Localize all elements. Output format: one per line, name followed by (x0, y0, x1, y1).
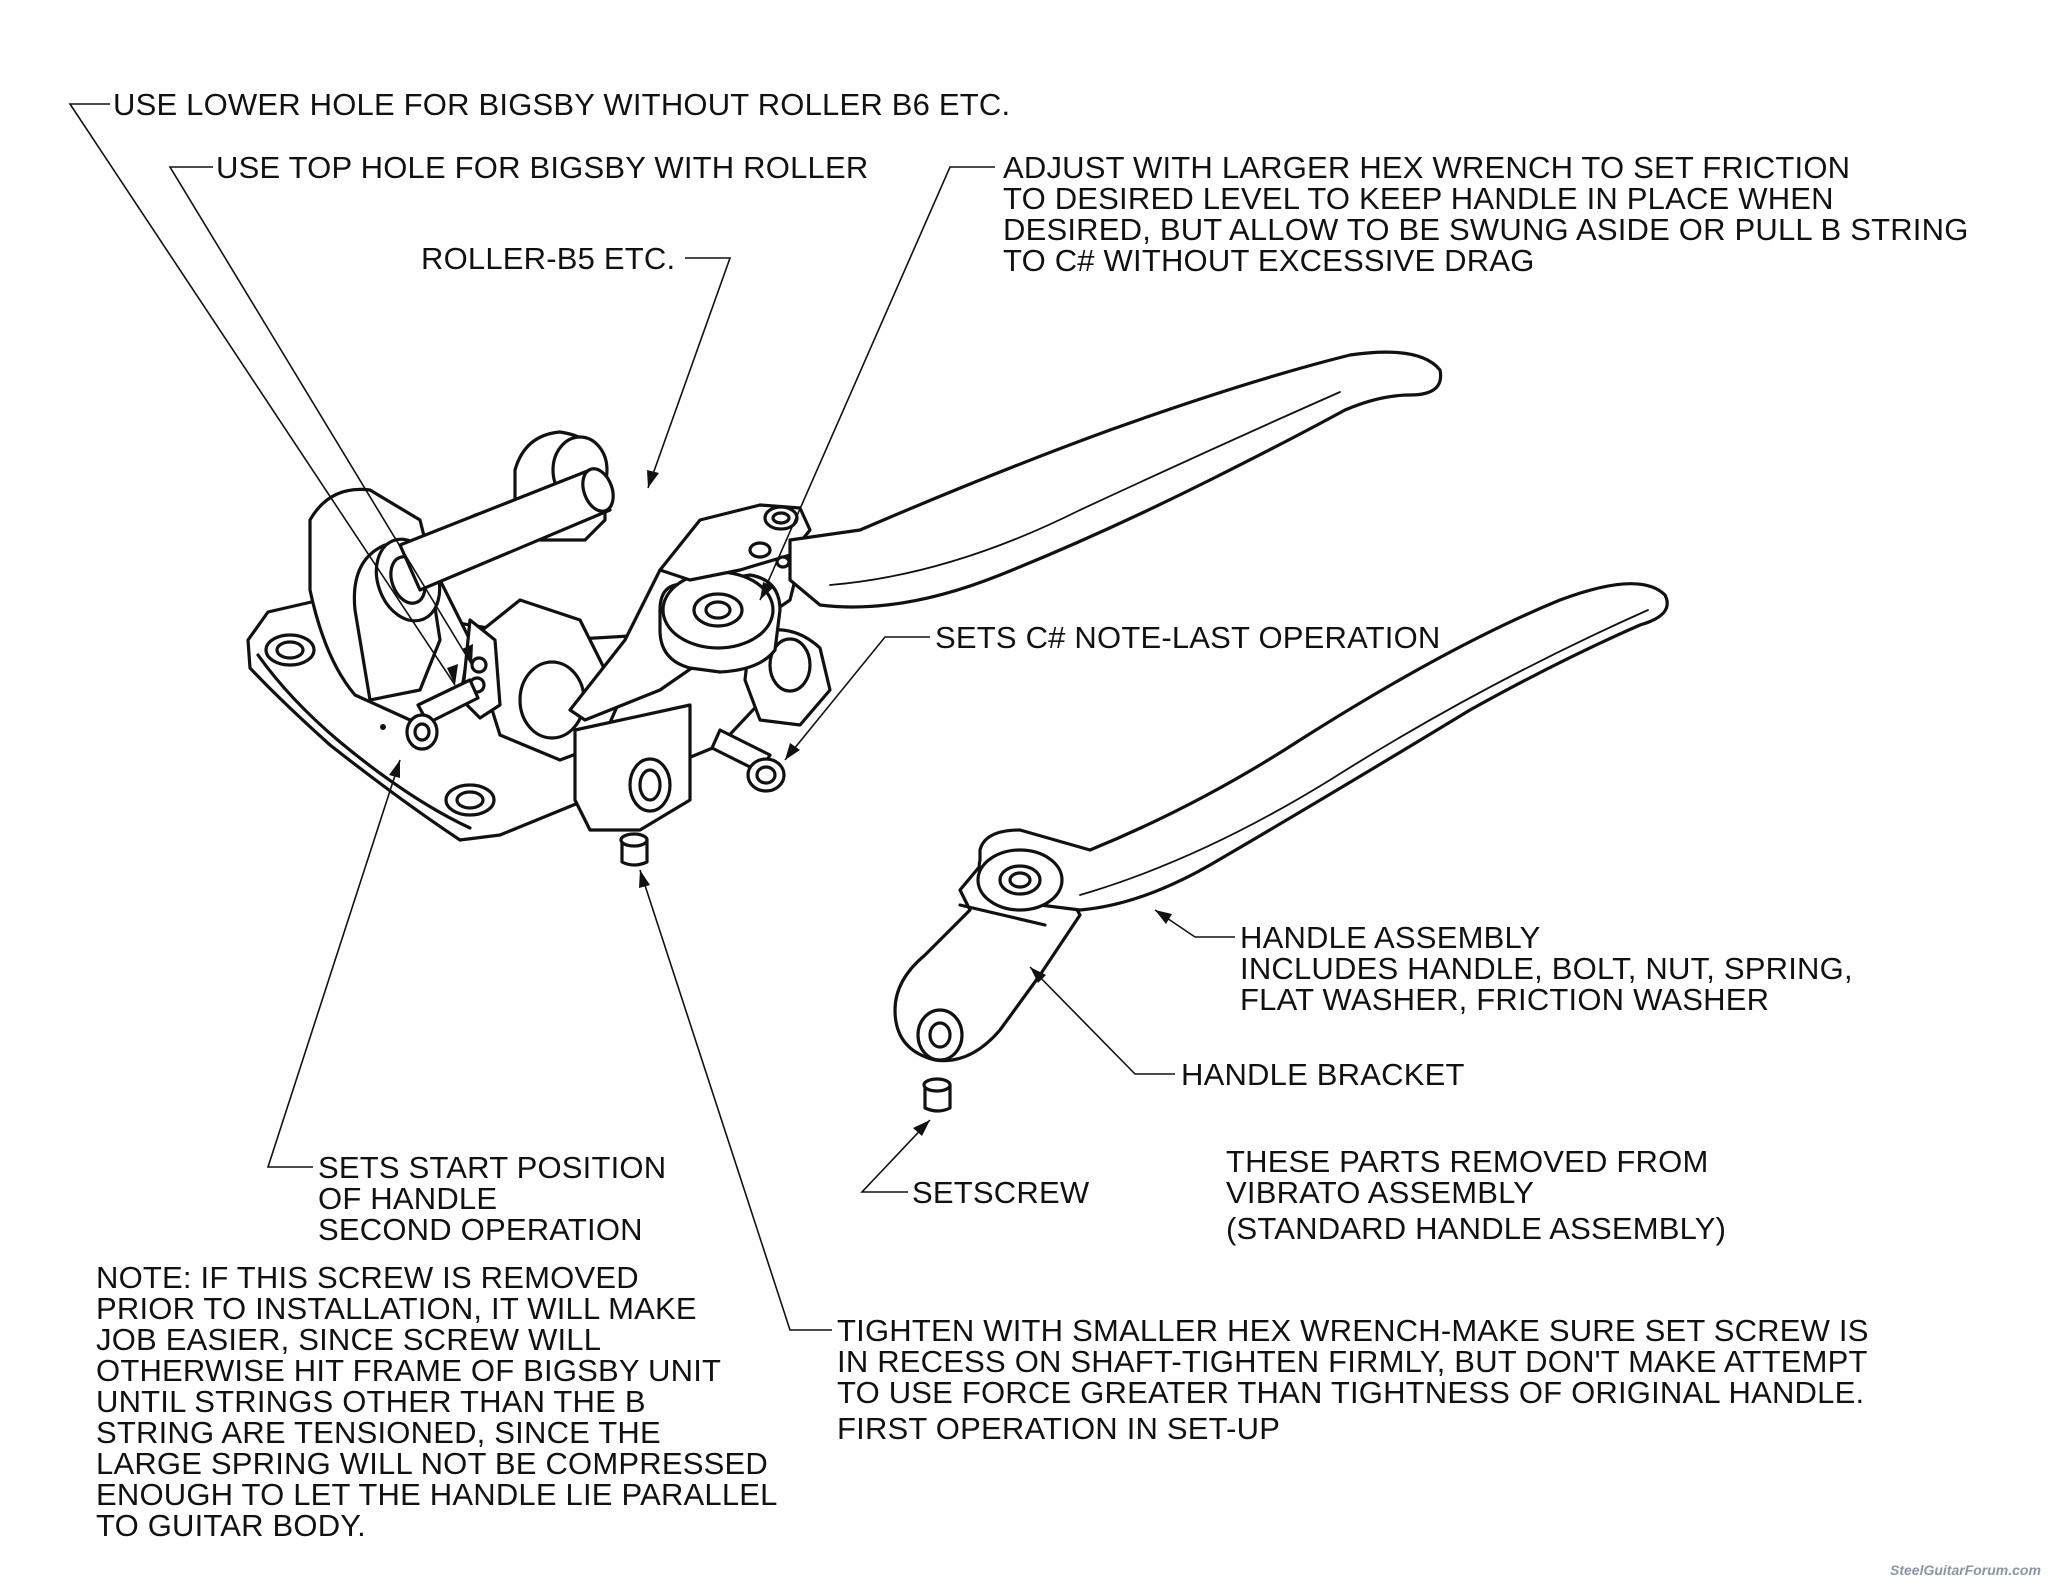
label-adjust-1: ADJUST WITH LARGER HEX WRENCH TO SET FRI… (1003, 150, 1851, 185)
label-first-operation: FIRST OPERATION IN SET-UP (837, 1411, 1281, 1446)
roller-shaft (398, 468, 612, 592)
note-line-4: OTHERWISE HIT FRAME OF BIGSBY UNIT (96, 1353, 722, 1388)
label-removed-3: (STANDARD HANDLE ASSEMBLY) (1226, 1211, 1727, 1246)
label-adjust-2: TO DESIRED LEVEL TO KEEP HANDLE IN PLACE… (1003, 181, 1834, 216)
label-lower-hole: USE LOWER HOLE FOR BIGSBY WITHOUT ROLLER… (113, 87, 1011, 122)
label-start-position-3: SECOND OPERATION (318, 1212, 643, 1247)
watermark: SteelGuitarForum.com (1890, 1562, 2041, 1578)
label-tighten-2: IN RECESS ON SHAFT-TIGHTEN FIRMLY, BUT D… (837, 1344, 1868, 1379)
label-start-position-2: OF HANDLE (318, 1181, 498, 1216)
label-handle-bracket: HANDLE BRACKET (1181, 1057, 1465, 1092)
label-handle-assembly-2: INCLUDES HANDLE, BOLT, NUT, SPRING, (1240, 951, 1853, 986)
label-handle-assembly-3: FLAT WASHER, FRICTION WASHER (1240, 982, 1770, 1017)
note-line-6: STRING ARE TENSIONED, SINCE THE (96, 1415, 661, 1450)
installed-handle (788, 350, 1443, 609)
note-line-9: TO GUITAR BODY. (96, 1508, 366, 1543)
note-line-8: ENOUGH TO LET THE HANDLE LIE PARALLEL (96, 1477, 778, 1512)
note-line-2: PRIOR TO INSTALLATION, IT WILL MAKE (96, 1291, 697, 1326)
label-start-position-1: SETS START POSITION (318, 1150, 667, 1185)
label-roller: ROLLER-B5 ETC. (421, 241, 676, 276)
label-top-hole: USE TOP HOLE FOR BIGSBY WITH ROLLER (216, 150, 869, 185)
label-setscrew: SETSCREW (912, 1175, 1090, 1210)
label-handle-assembly-1: HANDLE ASSEMBLY (1240, 920, 1541, 955)
label-removed-1: THESE PARTS REMOVED FROM (1226, 1144, 1709, 1179)
label-adjust-3: DESIRED, BUT ALLOW TO BE SWUNG ASIDE OR … (1003, 212, 1969, 247)
note-line-5: UNTIL STRINGS OTHER THAN THE B (96, 1384, 646, 1419)
label-tighten-3: TO USE FORCE GREATER THAN TIGHTNESS OF O… (837, 1375, 1865, 1410)
note-line-3: JOB EASIER, SINCE SCREW WILL (96, 1322, 602, 1357)
label-sets-c-sharp: SETS C# NOTE-LAST OPERATION (935, 620, 1441, 655)
leader-lines (68, 103, 1235, 1331)
vibrato-base-assembly (246, 350, 1443, 867)
note-line-7: LARGE SPRING WILL NOT BE COMPRESSED (96, 1446, 768, 1481)
label-tighten-1: TIGHTEN WITH SMALLER HEX WRENCH-MAKE SUR… (837, 1313, 1869, 1348)
removed-handle (977, 582, 1669, 912)
label-removed-2: VIBRATO ASSEMBLY (1226, 1175, 1535, 1210)
note-line-1: NOTE: IF THIS SCREW IS REMOVED (96, 1260, 639, 1295)
removed-handle-parts (893, 582, 1669, 1113)
label-adjust-4: TO C# WITHOUT EXCESSIVE DRAG (1003, 243, 1535, 278)
